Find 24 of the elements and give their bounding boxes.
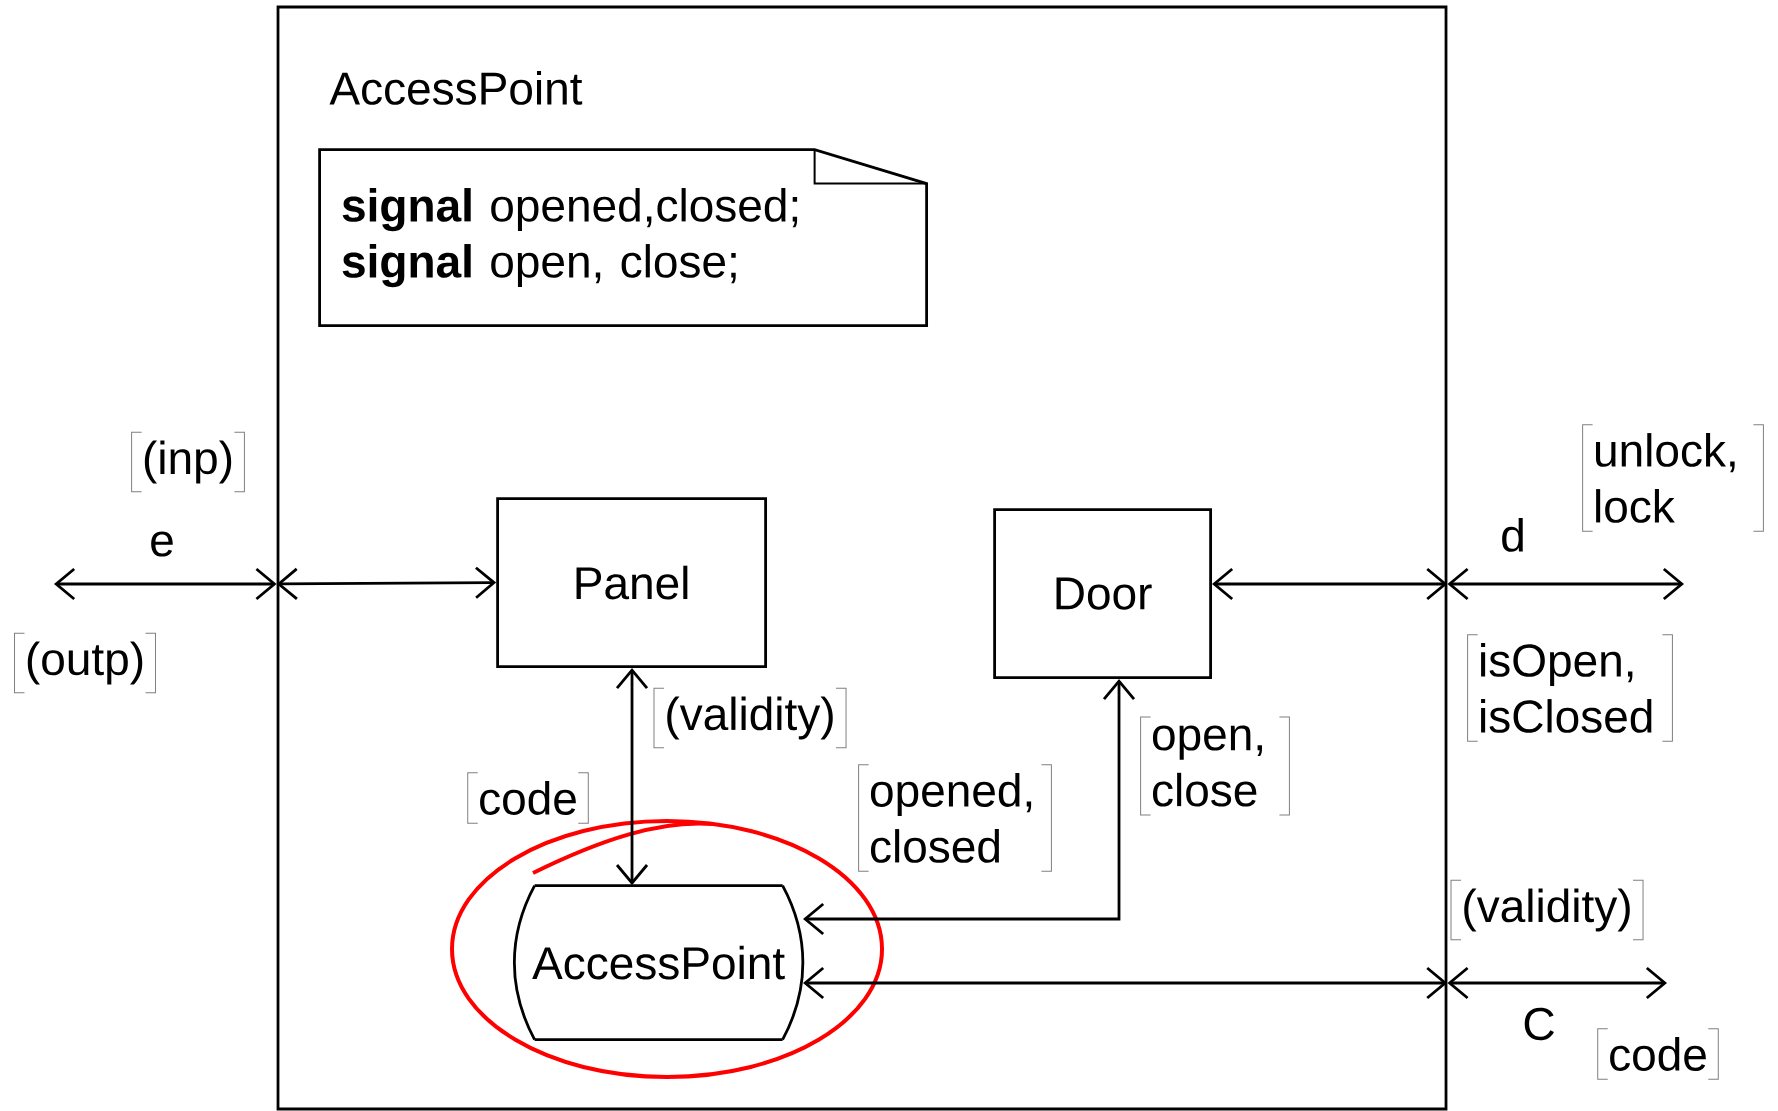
channel-arrow [1447, 567, 1684, 601]
channel-arrow [1212, 567, 1448, 601]
signal-list: opened, closed [858, 764, 1052, 872]
signal-list: (inp) [131, 431, 245, 493]
signal-list: (validity) [1450, 879, 1644, 941]
channel-arrow [803, 679, 1136, 936]
signal-list: isOpen, isClosed [1467, 634, 1673, 742]
signal-list: open, close [1140, 716, 1290, 816]
channel-arrow [803, 966, 1448, 1000]
signal-list: unlock, lock [1582, 424, 1764, 532]
signal-list: code [467, 772, 589, 824]
note: signal opened,closed; signal open, close; [318, 148, 928, 327]
channel-arrow [615, 668, 649, 886]
signal-list: (validity) [653, 687, 847, 749]
channel-name: d [1496, 514, 1530, 556]
channel-name: e [145, 527, 179, 561]
signal-list: (outp) [14, 632, 156, 694]
signal-list: code [1597, 1028, 1719, 1080]
channel-arrow [54, 567, 277, 601]
block-box: Panel [496, 497, 767, 668]
channel-arrow [1447, 966, 1667, 1000]
block-box: Door [993, 508, 1212, 679]
channel-name: C [1518, 1003, 1560, 1045]
channel-arrow [276, 566, 497, 600]
